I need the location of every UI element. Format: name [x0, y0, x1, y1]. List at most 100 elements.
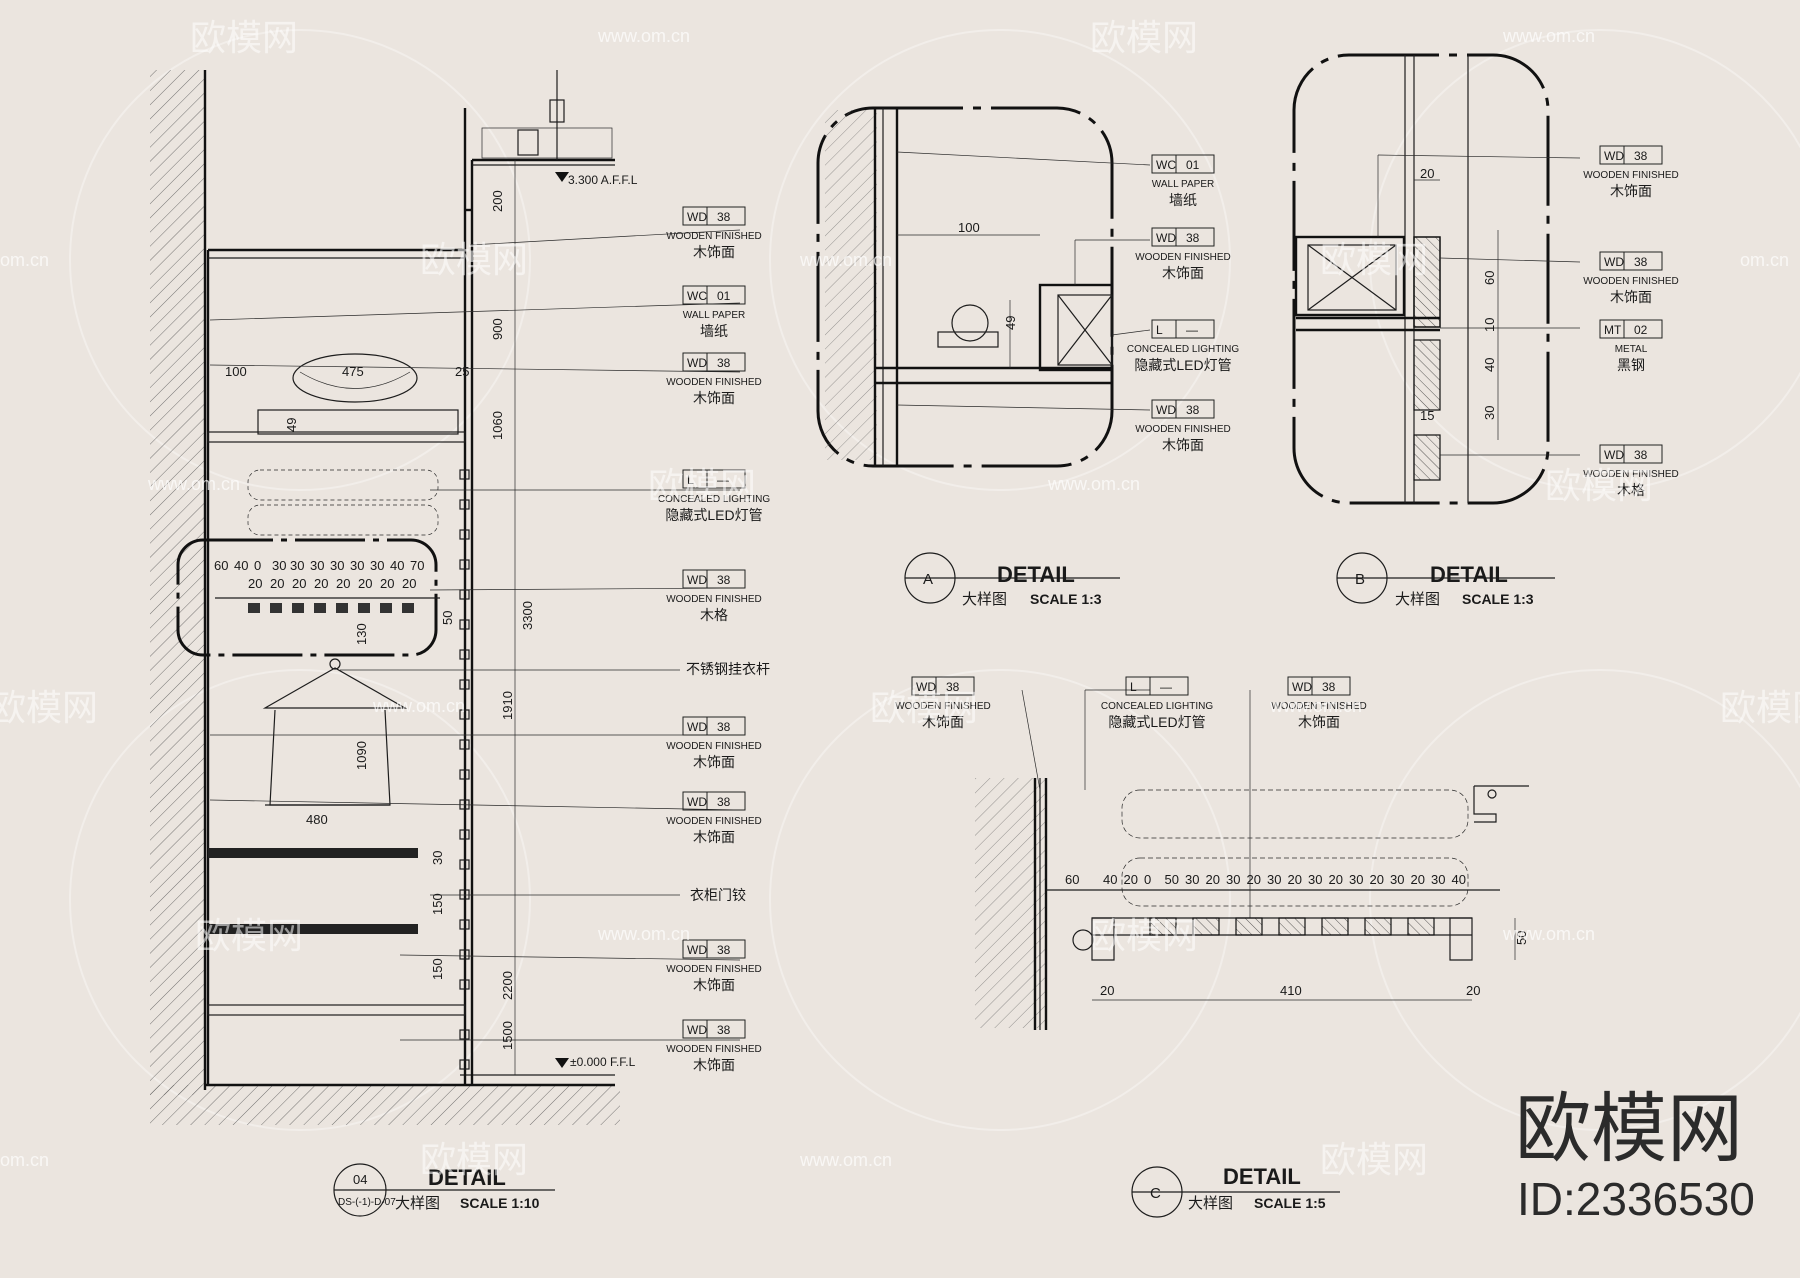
label-code-box	[1151, 399, 1215, 419]
dim-row-top-value: 30	[370, 558, 384, 573]
dim-30: 30	[430, 851, 445, 865]
label-number: —	[717, 473, 729, 487]
label-english: WALL PAPER	[683, 310, 745, 321]
dim-1500: 1500	[500, 1021, 515, 1050]
watermark-brand: 欧模网	[420, 239, 528, 280]
dim-130: 130	[354, 623, 369, 645]
label-english: CONCEALED LIGHTING	[1127, 344, 1239, 355]
a-letter: A	[923, 571, 933, 588]
c-dim-row-value: 20	[1206, 872, 1220, 887]
label-english: WOODEN FINISHED	[1583, 170, 1679, 181]
b-dim-40: 40	[1482, 358, 1497, 372]
c-dim-row-value: 20	[1247, 872, 1261, 887]
label-code-box	[682, 206, 746, 226]
label-code-box	[682, 569, 746, 589]
dim-row-top-value: 30	[330, 558, 344, 573]
main-section-drawing	[150, 70, 741, 1125]
dim-row-bottom-value: 20	[402, 576, 416, 591]
main-detail-scale: SCALE 1:10	[460, 1195, 540, 1211]
label-english: WOODEN FINISHED	[666, 816, 762, 827]
label-code-box	[1151, 227, 1215, 247]
label-number: 38	[717, 1023, 731, 1037]
c-dim-row-value: 20	[1124, 872, 1138, 887]
label-code: WD	[687, 1023, 707, 1037]
dim-475: 475	[342, 364, 364, 379]
material-label: 不锈钢挂衣杆	[686, 661, 770, 677]
watermark-brand: 欧模网	[420, 1139, 528, 1180]
dim-row-top-value: 40	[390, 558, 404, 573]
dim-row-top-value: 30	[310, 558, 324, 573]
label-number: 38	[1634, 255, 1648, 269]
label-code-box	[1287, 676, 1351, 696]
dim-1090: 1090	[354, 741, 369, 770]
c-dim-410: 410	[1280, 983, 1302, 998]
c-dim-50: 50	[1514, 931, 1529, 945]
label-code-box	[682, 469, 746, 489]
label-english: WALL PAPER	[1152, 179, 1214, 190]
label-code-box	[1151, 154, 1215, 174]
label-code: WD	[687, 356, 707, 370]
watermark-url-short: om.cn	[1740, 250, 1789, 270]
label-english: METAL	[1615, 344, 1648, 355]
slat-row	[215, 597, 440, 613]
label-code-box	[1599, 319, 1663, 339]
label-chinese: 木饰面	[922, 714, 964, 730]
c-dim-row-value: 20	[1370, 872, 1384, 887]
label-code: WD	[1604, 255, 1624, 269]
a-scale: SCALE 1:3	[1030, 591, 1102, 607]
label-code: WD	[1604, 149, 1624, 163]
dim-480: 480	[306, 812, 328, 827]
dim-row-bottom-value: 20	[314, 576, 328, 591]
label-code: WC	[687, 289, 707, 303]
c-dim-row-value: 30	[1308, 872, 1322, 887]
label-chinese: 木饰面	[693, 1057, 735, 1073]
label-code-box	[1599, 251, 1663, 271]
detail-b-title-block: B DETAIL 大样图 SCALE 1:3	[1336, 552, 1555, 608]
label-chinese: 木格	[700, 607, 728, 623]
slat	[1192, 917, 1220, 936]
label-number: 38	[717, 943, 731, 957]
label-number: 38	[1186, 403, 1200, 417]
label-chinese: 木饰面	[693, 829, 735, 845]
watermark-url: www.om.cn	[1269, 696, 1362, 716]
shelves	[207, 409, 466, 1016]
label-number: 02	[1634, 323, 1648, 337]
logo-id-text: ID:2336530	[1517, 1173, 1755, 1225]
label-number: 38	[717, 573, 731, 587]
watermark-brand: 欧模网	[195, 915, 303, 956]
dim-150: 150	[430, 893, 445, 915]
label-number: 38	[1186, 231, 1200, 245]
label-code-box	[682, 791, 746, 811]
label-chinese: 隐藏式LED灯管	[1134, 357, 1231, 373]
label-number: 38	[1322, 680, 1336, 694]
label-code-box	[682, 939, 746, 959]
main-sheet-ref: DS-(-1)-D-07	[338, 1197, 396, 1208]
label-code-box	[1599, 145, 1663, 165]
slat	[1278, 917, 1306, 936]
brand-logo: 欧模网 ID:2336530	[1515, 1087, 1755, 1225]
decor-bowl	[292, 353, 418, 403]
label-english: CONCEALED LIGHTING	[1101, 701, 1213, 712]
label-chinese: 木饰面	[1298, 714, 1340, 730]
detail-c-drawing	[975, 689, 1529, 1030]
label-english: WOODEN FINISHED	[1583, 469, 1679, 480]
watermark-url-short: om.cn	[0, 250, 49, 270]
label-chinese: 墙纸	[700, 323, 728, 339]
label-number: 38	[717, 795, 731, 809]
label-chinese: 木饰面	[1162, 437, 1204, 453]
a-title: DETAIL	[997, 562, 1075, 587]
detail-a-drawing	[816, 106, 1151, 468]
logo-brand-text: 欧模网	[1515, 1087, 1743, 1172]
label-chinese: 木饰面	[1162, 265, 1204, 281]
